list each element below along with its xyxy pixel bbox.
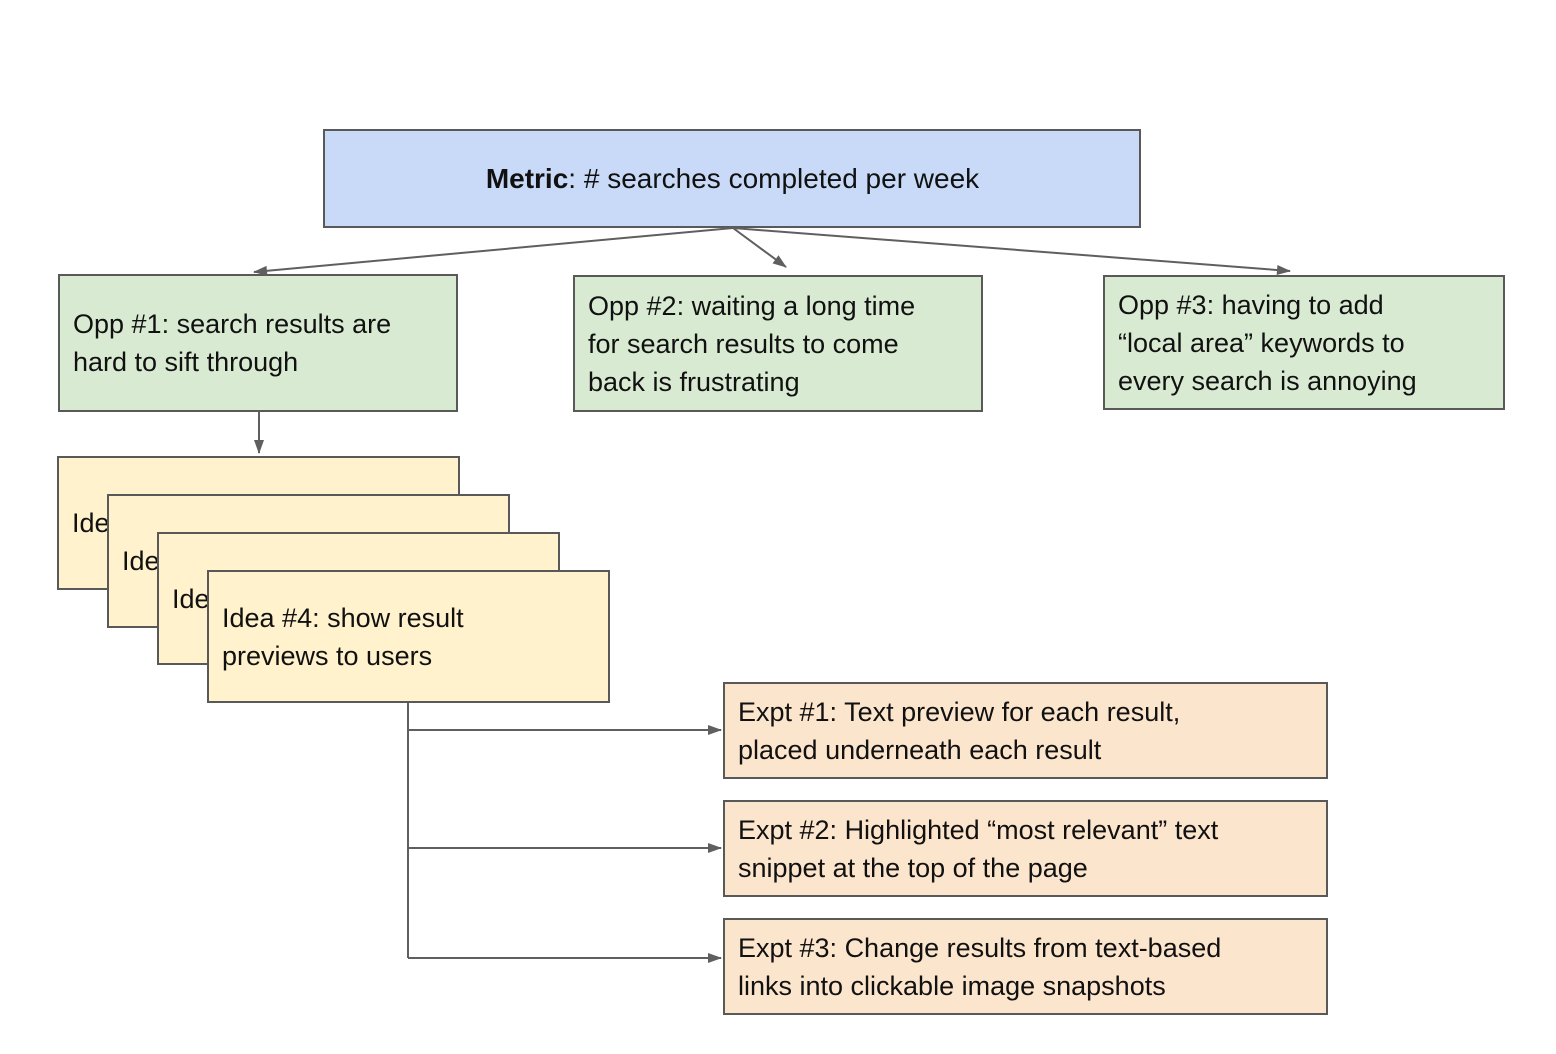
opportunity-3-label: Opp #3: having to add “local area” keywo… <box>1118 289 1417 396</box>
metric-label: Metric: # searches completed per week <box>486 160 979 198</box>
idea-card-3-partial-label: Ide <box>172 583 210 614</box>
experiment-1-label: Expt #1: Text preview for each result, p… <box>738 696 1181 765</box>
opportunity-1-label: Opp #1: search results are hard to sift … <box>73 309 392 377</box>
opportunity-node-3[interactable]: Opp #3: having to add “local area” keywo… <box>1103 275 1505 410</box>
connector-metric-to-opp1[interactable] <box>253 227 734 276</box>
metric-label-rest: : # searches completed per week <box>568 162 980 194</box>
metric-label-bold: Metric <box>485 162 569 194</box>
idea-card-4[interactable]: Idea #4: show result previews to users <box>207 570 610 703</box>
experiment-2-label: Expt #2: Highlighted “most relevant” tex… <box>738 814 1219 883</box>
idea-card-4-label: Idea #4: show result previews to users <box>222 602 464 671</box>
opportunity-2-label: Opp #2: waiting a long time for search r… <box>588 290 916 397</box>
experiment-node-2[interactable]: Expt #2: Highlighted “most relevant” tex… <box>723 800 1328 897</box>
experiment-node-3[interactable]: Expt #3: Change results from text-based … <box>723 918 1328 1015</box>
metric-node[interactable]: Metric: # searches completed per week <box>323 129 1141 228</box>
connector-metric-to-opp2[interactable] <box>732 227 787 268</box>
opportunity-node-1[interactable]: Opp #1: search results are hard to sift … <box>58 274 458 412</box>
idea-card-1-partial-label: Ide <box>72 508 110 538</box>
opportunity-node-2[interactable]: Opp #2: waiting a long time for search r… <box>573 275 983 412</box>
experiment-3-label: Expt #3: Change results from text-based … <box>738 932 1222 1001</box>
idea-card-2-partial-label: Ide <box>122 546 160 576</box>
experiment-node-1[interactable]: Expt #1: Text preview for each result, p… <box>723 682 1328 779</box>
connector-metric-to-opp3[interactable] <box>732 227 1291 275</box>
